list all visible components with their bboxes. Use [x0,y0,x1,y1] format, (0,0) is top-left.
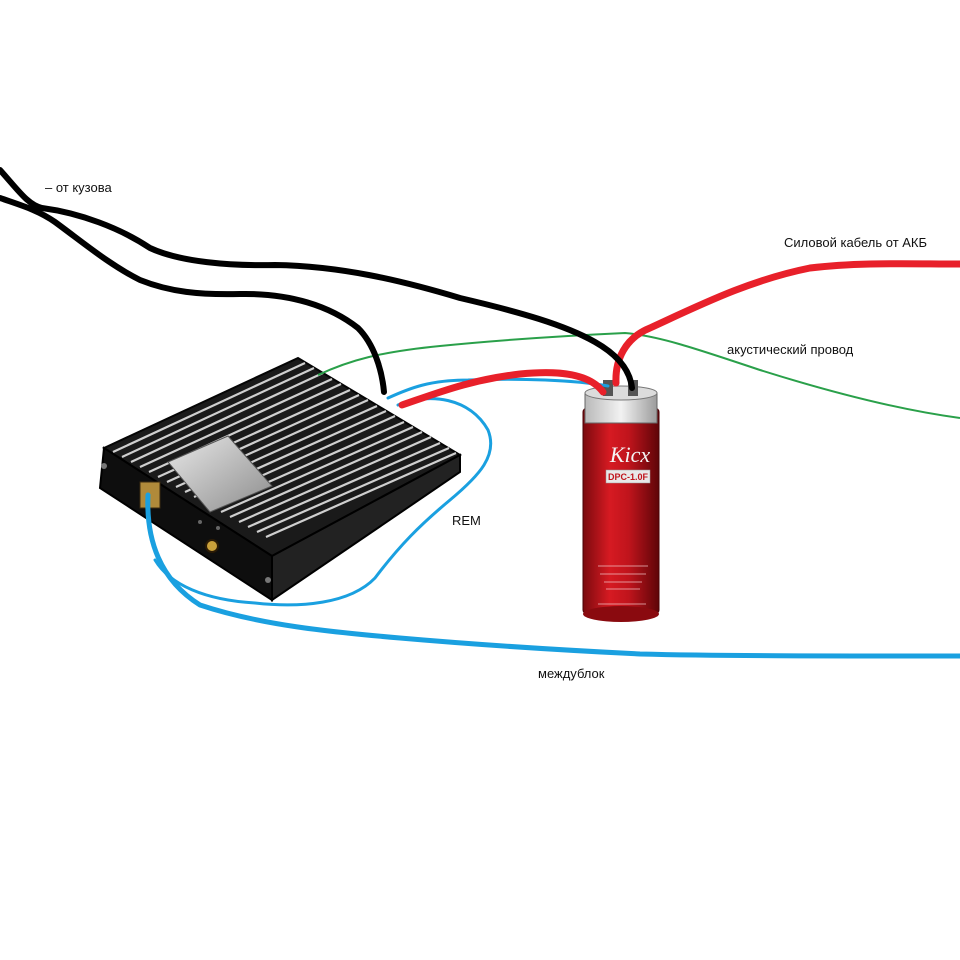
capacitor-brand: Kicx [609,442,651,467]
amplifier-logo-plate [167,435,273,513]
capacitor-fine-print [598,565,648,605]
amplifier-screw [216,526,220,530]
power-cable [612,260,960,387]
power-cable [398,369,607,409]
speaker-wire-label: акустический провод [727,342,854,357]
amplifier-screw [265,577,271,583]
power-cable-label: Силовой кабель от АКБ [784,235,928,250]
capacitor-terminal [603,380,613,396]
ground-cable [0,195,387,395]
ground-label: – от кузова [45,180,112,195]
interconnect-label: междублок [538,666,605,681]
amplifier-side [271,453,461,602]
rem-wire [386,377,610,400]
capacitor-model-badge [605,469,651,484]
amplifier [98,356,463,602]
capacitor-body [582,407,660,615]
capacitor-bottom [583,606,659,622]
amplifier-screw [101,463,107,469]
amplifier-screw [198,520,202,524]
interconnect-wire [145,492,960,659]
capacitor: Kicx DPC-1.0F [582,380,660,622]
amplifier-rca-jack [205,539,219,553]
rem-wire [153,397,493,607]
rem-label: REM [452,513,481,528]
ground-cable [0,167,635,391]
capacitor-model: DPC-1.0F [608,472,649,482]
speaker-wire [317,331,960,419]
